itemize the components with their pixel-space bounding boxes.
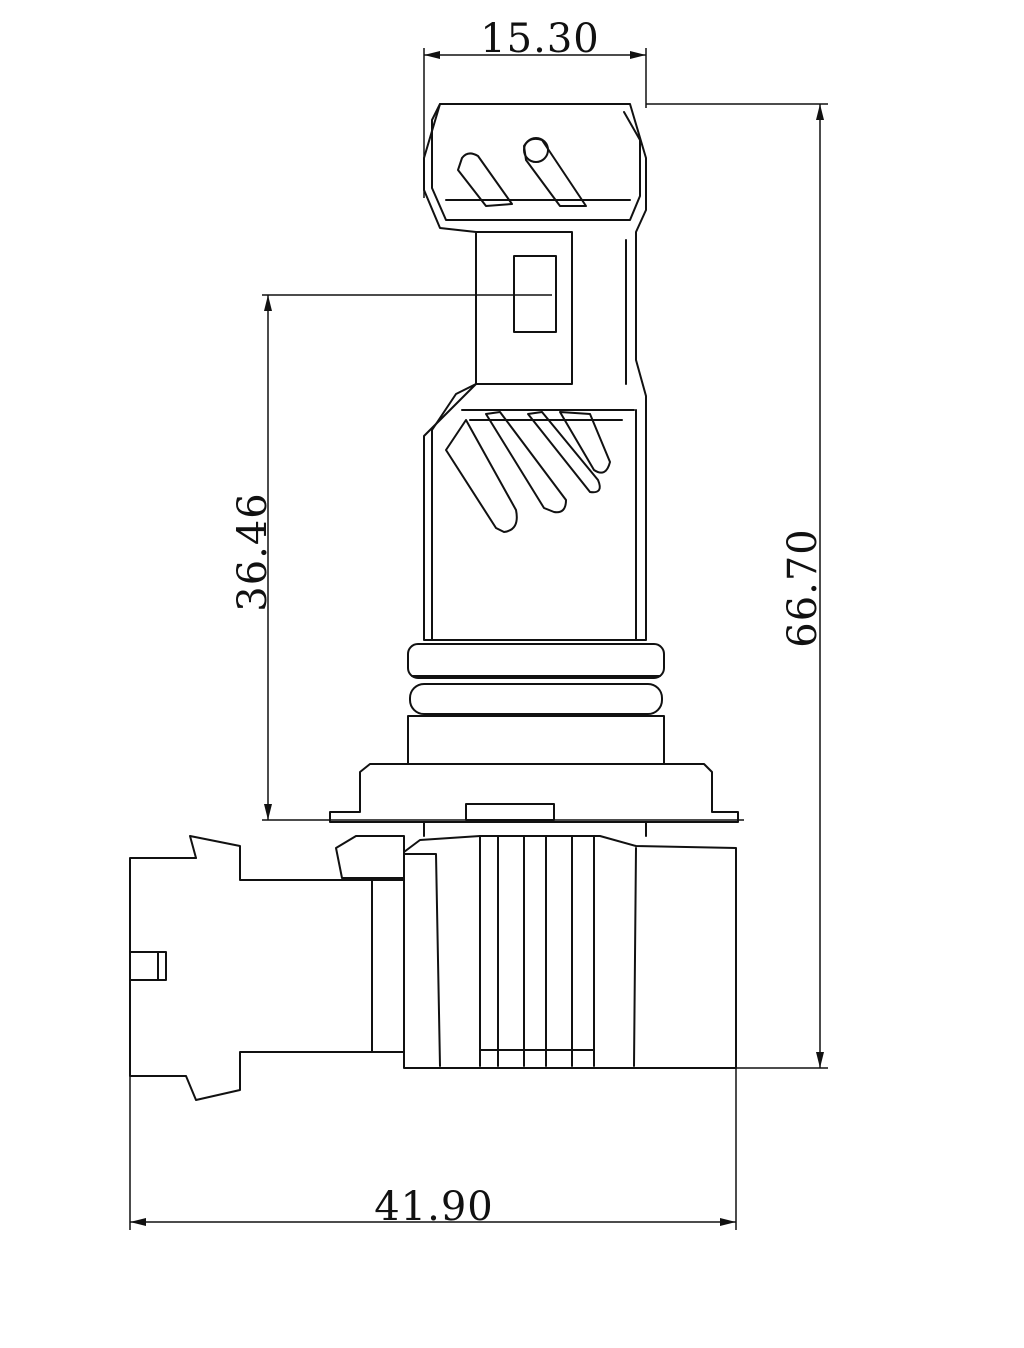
- connector-latch: [129, 951, 167, 981]
- dimension-label-bottom: 41.90: [374, 1184, 494, 1230]
- bulb-head: [423, 103, 647, 641]
- collar-rings: [407, 643, 665, 765]
- dimension-bottom-width: 41.90: [129, 1068, 737, 1230]
- base-flange: [329, 763, 739, 837]
- dimension-label-top: 15.30: [480, 16, 600, 62]
- dimension-label-right: 66.70: [780, 528, 826, 648]
- dimension-top-width: 15.30: [423, 16, 647, 198]
- led-chip: [513, 255, 557, 333]
- dimension-label-left: 36.46: [230, 492, 276, 612]
- heatsink: [335, 835, 737, 1069]
- connector-plug: [129, 835, 405, 1101]
- dimension-right-height: 66.70: [646, 103, 828, 1069]
- dimension-left-height: 36.46: [230, 294, 744, 821]
